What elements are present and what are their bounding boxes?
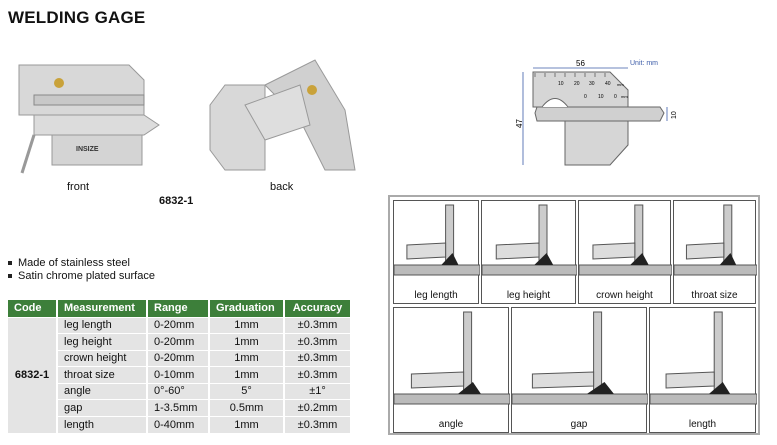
col-header: Measurement xyxy=(56,300,147,317)
scale-tick: 20 xyxy=(574,81,580,87)
usage-caption: leg height xyxy=(506,290,551,301)
table-cell: angle xyxy=(56,382,147,400)
table-cell: ±0.3mm xyxy=(283,415,350,433)
table-cell: 5° xyxy=(208,382,284,400)
table-cell: 0-10mm xyxy=(146,366,209,383)
table-cell: 0-20mm xyxy=(146,349,209,367)
table-cell: 0.5mm xyxy=(208,399,284,416)
product-code: 6832-1 xyxy=(159,195,194,207)
usage-diagram: leg height xyxy=(481,200,577,304)
spec-table: Code Measurement Range Graduation Accura… xyxy=(8,300,350,433)
feature-item: Made of stainless steel xyxy=(8,257,130,269)
back-label: back xyxy=(270,181,294,193)
gage-back-image xyxy=(209,59,356,171)
feature-text: Made of stainless steel xyxy=(18,257,130,269)
unit-label: Unit: mm xyxy=(630,60,658,67)
dim-thickness: 10 xyxy=(671,111,678,119)
usage-illustration xyxy=(482,204,577,276)
table-cell: ±0.2mm xyxy=(283,399,350,416)
usage-caption: length xyxy=(688,419,717,430)
table-cell: 0-20mm xyxy=(146,316,209,334)
dimension-drawing: 10 20 30 40 mm 0 10 0 mm 56 47 10 Unit: … xyxy=(515,59,678,166)
usage-diagram: crown height xyxy=(578,200,672,304)
scale-tick: 30 xyxy=(589,81,595,87)
svg-text:INSIZE: INSIZE xyxy=(76,146,99,153)
feature-item: Satin chrome plated surface xyxy=(8,270,155,282)
page-title: WELDING GAGE xyxy=(8,8,146,27)
table-cell: 1mm xyxy=(208,415,284,433)
table-cell: length xyxy=(56,415,147,433)
scale-unit: mm xyxy=(617,82,624,87)
col-header: Range xyxy=(146,300,209,317)
table-cell: ±0.3mm xyxy=(283,333,350,350)
table-cell: 1mm xyxy=(208,349,284,367)
usage-illustration xyxy=(579,204,672,276)
usage-illustration xyxy=(394,311,510,405)
table-cell: 1mm xyxy=(208,366,284,383)
table-cell: leg length xyxy=(56,316,147,334)
usage-illustration xyxy=(512,311,648,405)
table-cell: throat size xyxy=(56,366,147,383)
table-cell: 0-40mm xyxy=(146,415,209,433)
scale-tick: 10 xyxy=(558,81,564,87)
col-header: Graduation xyxy=(208,300,284,317)
table-cell: gap xyxy=(56,399,147,416)
usage-caption: angle xyxy=(438,419,464,430)
table-cell: 0-20mm xyxy=(146,333,209,350)
table-cell: ±1° xyxy=(283,382,350,400)
table-cell: 0°-60° xyxy=(146,382,209,400)
usage-diagram: gap xyxy=(511,307,648,433)
usage-caption: crown height xyxy=(596,290,653,301)
table-cell: ±0.3mm xyxy=(283,349,350,367)
usage-diagram: angle xyxy=(393,307,510,433)
feature-text: Satin chrome plated surface xyxy=(18,270,155,282)
bullet-icon xyxy=(8,274,12,279)
front-label: front xyxy=(67,181,90,193)
bullet-icon xyxy=(8,261,12,266)
slide-tick: 0 xyxy=(614,94,617,100)
slide-tick: 10 xyxy=(598,94,604,100)
slide-tick: 0 xyxy=(584,94,587,100)
table-cell: ±0.3mm xyxy=(283,316,350,334)
col-header: Code xyxy=(8,300,57,317)
usage-caption: throat size xyxy=(691,290,738,301)
dim-width: 56 xyxy=(576,59,585,68)
usage-diagram: leg length xyxy=(393,200,480,304)
usage-diagram: length xyxy=(649,307,757,433)
table-cell: leg height xyxy=(56,333,147,350)
table-cell: 1mm xyxy=(208,333,284,350)
usage-diagram-panel: leg length leg height crown height throa… xyxy=(388,195,760,435)
scale-tick: 40 xyxy=(605,81,611,87)
table-cell: 1mm xyxy=(208,316,284,334)
table-cell: crown height xyxy=(56,349,147,367)
usage-caption: leg length xyxy=(414,290,458,301)
dim-height: 47 xyxy=(515,119,524,128)
table-cell: ±0.3mm xyxy=(283,366,350,383)
usage-illustration xyxy=(674,204,757,276)
table-cell: 1-3.5mm xyxy=(146,399,209,416)
gage-front-image: INSIZE xyxy=(18,64,160,174)
usage-diagram: throat size xyxy=(673,200,757,304)
usage-caption: gap xyxy=(570,419,588,430)
usage-illustration xyxy=(650,311,757,405)
col-header: Accuracy xyxy=(283,300,350,317)
slide-unit: mm xyxy=(621,94,628,99)
usage-illustration xyxy=(394,204,480,276)
code-cell: 6832-1 xyxy=(8,316,57,433)
